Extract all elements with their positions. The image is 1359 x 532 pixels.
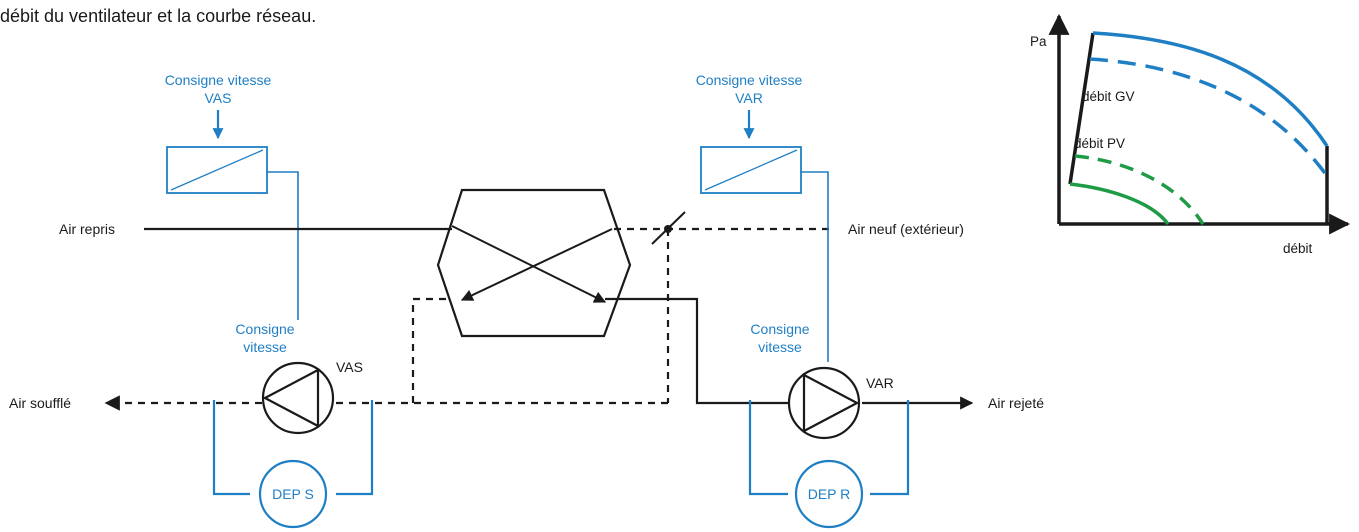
label-air-souffle: Air soufflé [9,395,71,411]
right-sensor-loop-right [870,400,910,496]
right-setpoint-fan: Consigne vitesse [750,321,809,355]
label-air-repris: Air repris [59,221,115,237]
page-caption: débit du ventilateur et la courbe réseau… [0,6,317,26]
right-setpoint-top-line2: VAR [735,90,763,106]
label-air-rejete: Air rejeté [988,395,1044,411]
right-setpoint-top-line1: Consigne vitesse [696,72,803,88]
chart-label-pv: débit PV [1074,136,1125,151]
fan-curve-chart: Pa débit débit GV débit PV [1030,13,1351,256]
left-converter-box [166,146,268,194]
heat-exchanger-icon [436,188,632,338]
curve-gv-solid [1092,31,1329,147]
left-sensor-loop-left [212,400,250,496]
left-sensor-icon [258,459,328,529]
curve-gv-dashed [1089,57,1329,178]
exhaust-duct-left [605,297,790,405]
label-air-neuf: Air neuf (extérieur) [848,221,964,237]
exchanger-to-supply-duct [411,297,460,403]
left-sensor-label: DEP S [272,486,314,502]
left-speed-setpoint-top: Consigne vitesse VAS [165,72,272,106]
left-sensor-loop-right [336,400,374,496]
left-setpoint-fan-line2: vitesse [243,339,287,355]
chart-y-label: Pa [1030,34,1047,49]
left-setpoint-top-line1: Consigne vitesse [165,72,272,88]
left-fan-label: VAS [336,359,363,375]
curve-pv-dashed [1074,154,1205,225]
right-sensor-loop-left [748,400,788,496]
right-setpoint-fan-line2: vitesse [758,339,802,355]
left-fan-icon [261,361,335,435]
chart-label-gv: débit GV [1082,89,1135,104]
network-curve [1068,32,1095,185]
right-setpoint-fan-line1: Consigne [750,321,809,337]
curve-pv-solid [1069,182,1170,226]
left-signal-line [267,171,299,320]
right-sensor-label: DEP R [808,486,851,502]
right-converter-box [700,146,802,194]
right-speed-setpoint-top: Consigne vitesse VAR [696,72,803,106]
damper-icon [651,211,686,245]
right-fan-label: VAR [866,375,894,391]
left-setpoint-fan: Consigne vitesse [235,321,294,355]
left-setpoint-top-line2: VAS [205,90,232,106]
right-fan-icon [787,366,861,440]
right-signal-line [801,171,829,362]
left-setpoint-fan-line1: Consigne [235,321,294,337]
right-sensor-icon [794,459,864,529]
chart-x-label: débit [1283,241,1313,256]
